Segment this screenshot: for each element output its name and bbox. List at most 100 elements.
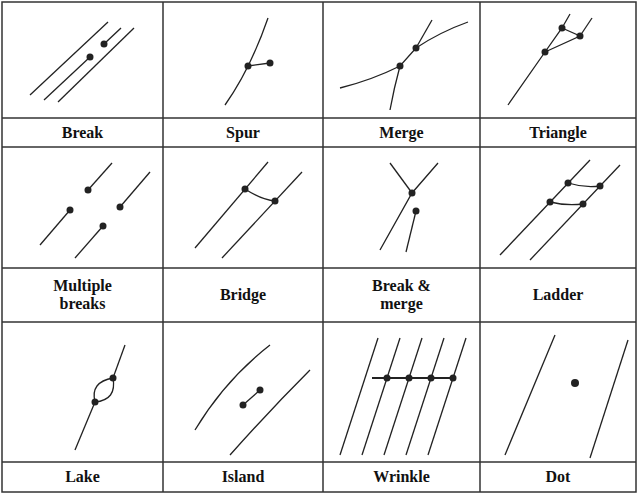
ridge-line: [550, 202, 583, 205]
minutia-dot: [397, 63, 404, 70]
ridge-line: [390, 66, 400, 110]
ridge-line: [88, 163, 112, 190]
break-merge-figure: [380, 163, 438, 252]
minutia-dot: [547, 199, 554, 206]
ridge-line: [245, 189, 275, 201]
ridge-line: [120, 172, 150, 207]
pattern-label: Ladder: [510, 269, 606, 321]
minutia-dot: [85, 187, 92, 194]
ridge-line: [530, 165, 620, 260]
ridge-line: [500, 160, 590, 255]
triangle-figure: [508, 14, 592, 105]
ridge-line: [95, 378, 114, 402]
ridge-line: [362, 338, 400, 455]
table-rule: [2, 321, 636, 323]
minutia-dot: [240, 402, 247, 409]
ridge-line: [30, 22, 108, 95]
ridge-line: [113, 345, 125, 378]
ridge-line: [590, 340, 628, 458]
minutia-dot: [450, 375, 457, 382]
table-rule: [479, 2, 481, 492]
break-figure: [30, 22, 134, 102]
pattern-label: Multiple breaks: [35, 269, 131, 321]
pattern-label: Triangle: [510, 119, 606, 146]
minutia-dot: [100, 223, 107, 230]
pattern-label: Break: [35, 119, 131, 146]
minutia-dot: [413, 208, 420, 215]
ridge-line: [384, 338, 422, 455]
minutia-dot: [413, 45, 420, 52]
island-figure: [195, 345, 310, 455]
minutia-dot: [406, 375, 413, 382]
ridge-line: [390, 163, 412, 193]
minutia-dot: [117, 204, 124, 211]
table-rule: [2, 267, 636, 269]
table-rule: [2, 461, 636, 463]
minutia-dot: [559, 25, 566, 32]
minutia-dot: [67, 207, 74, 214]
ridge-line: [75, 226, 103, 258]
minutia-dot: [597, 183, 604, 190]
ridge-line: [508, 14, 570, 105]
pattern-label: Island: [195, 463, 291, 491]
spur-figure: [225, 18, 274, 105]
ridge-line: [58, 28, 134, 102]
minutia-dot: [542, 49, 549, 56]
lake-figure: [75, 345, 125, 450]
ridge-line: [416, 20, 432, 48]
ridge-line: [75, 402, 95, 450]
ridge-line: [568, 183, 600, 187]
pattern-label: Dot: [510, 463, 606, 491]
minutia-dot: [245, 63, 252, 70]
wrinkle-figure: [340, 338, 466, 455]
ridge-line: [195, 162, 268, 248]
minutia-dot: [101, 41, 108, 48]
ridge-line: [406, 338, 444, 455]
pattern-label: Break & merge: [354, 269, 450, 321]
ridge-line: [380, 163, 438, 250]
pattern-label: Lake: [35, 463, 131, 491]
table-rule: [2, 146, 636, 148]
minutia-dot: [571, 379, 579, 387]
minutia-dot: [242, 186, 249, 193]
minutia-dot: [257, 387, 264, 394]
table-rule: [322, 2, 324, 492]
table-rule: [2, 117, 636, 119]
minutia-dot: [428, 375, 435, 382]
minutia-dot: [577, 33, 584, 40]
ridge-line: [545, 28, 580, 52]
ridge-line: [230, 370, 310, 455]
minutia-dot: [87, 54, 94, 61]
ridge-line: [40, 210, 70, 245]
pattern-label: Merge: [354, 119, 450, 146]
minutia-dot: [272, 198, 279, 205]
table-rule: [162, 2, 164, 492]
ridge-line: [225, 18, 268, 105]
ridge-line: [222, 172, 302, 258]
minutia-dot: [565, 180, 572, 187]
ridge-line: [340, 22, 468, 88]
bridge-figure: [195, 162, 302, 258]
multiple-breaks-figure: [40, 163, 150, 258]
pattern-label: Spur: [195, 119, 291, 146]
ridge-line: [406, 211, 416, 252]
ladder-figure: [500, 160, 620, 260]
minutia-dot: [110, 375, 117, 382]
ridge-line: [94, 378, 113, 402]
minutia-dot: [580, 201, 587, 208]
minutia-dot: [409, 190, 416, 197]
merge-figure: [340, 20, 468, 110]
minutia-dot: [384, 375, 391, 382]
ridge-line: [104, 28, 121, 44]
minutia-dot: [267, 60, 274, 67]
ridge-line: [428, 338, 466, 455]
ridge-line: [44, 57, 90, 100]
pattern-label: Wrinkle: [354, 463, 450, 491]
pattern-label: Bridge: [195, 269, 291, 321]
ridge-line: [195, 345, 270, 430]
ridge-line: [340, 338, 378, 455]
ridge-line: [505, 335, 555, 455]
